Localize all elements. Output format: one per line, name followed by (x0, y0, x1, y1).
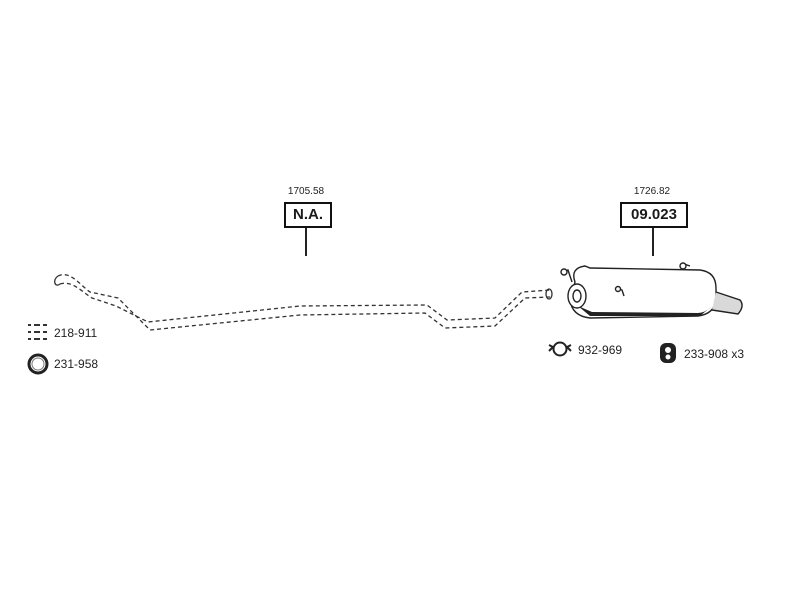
part-label-218-911: 218-911 (54, 326, 98, 340)
rear-silencer-reference-number: 1726.82 (633, 186, 671, 197)
rear-silencer-leader-line (652, 228, 654, 256)
front-pipe-reference-number: 1705.58 (287, 186, 325, 197)
rear-silencer-code-box: 09.023 (620, 202, 688, 228)
part-label-231-958: 231-958 (54, 357, 99, 371)
part-label-233-908-x3: 233-908 x3 (684, 347, 745, 361)
front-pipe-code-box: N.A. (284, 202, 332, 228)
part-label-932-969: 932-969 (578, 343, 623, 357)
pipe-clamp-icon (548, 341, 572, 357)
front-pipe-section (54, 274, 553, 331)
bolt-kit-icon (28, 324, 47, 340)
gasket-ring-icon (27, 353, 49, 375)
rear-silencer (560, 262, 743, 319)
front-pipe-leader-line (305, 228, 307, 256)
rubber-hanger-icon (660, 343, 676, 363)
